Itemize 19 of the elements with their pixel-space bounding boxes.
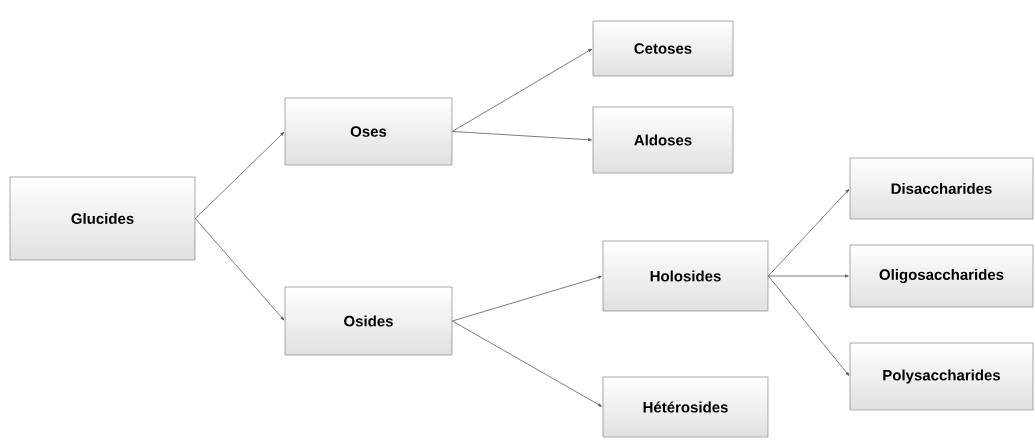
- arrow: [451, 275, 602, 322]
- category-box: Oligosaccharides: [849, 244, 1034, 308]
- category-box: Polysaccharides: [849, 342, 1034, 411]
- arrow: [767, 274, 849, 278]
- arrow: [451, 320, 602, 407]
- category-box: Holosides: [602, 240, 769, 312]
- category-box: Oses: [284, 97, 453, 166]
- arrow: [451, 48, 592, 132]
- category-box: Disaccharides: [849, 157, 1034, 220]
- arrow: [194, 131, 285, 219]
- arrow: [451, 131, 592, 142]
- arrow: [767, 189, 850, 277]
- category-box: Cetoses: [592, 20, 734, 77]
- category-box: Osides: [284, 286, 453, 356]
- category-box: Hétérosides: [602, 376, 769, 438]
- category-box: Glucides: [9, 176, 196, 261]
- arrow: [767, 275, 850, 376]
- category-box: Aldoses: [592, 106, 734, 174]
- arrow: [194, 218, 285, 321]
